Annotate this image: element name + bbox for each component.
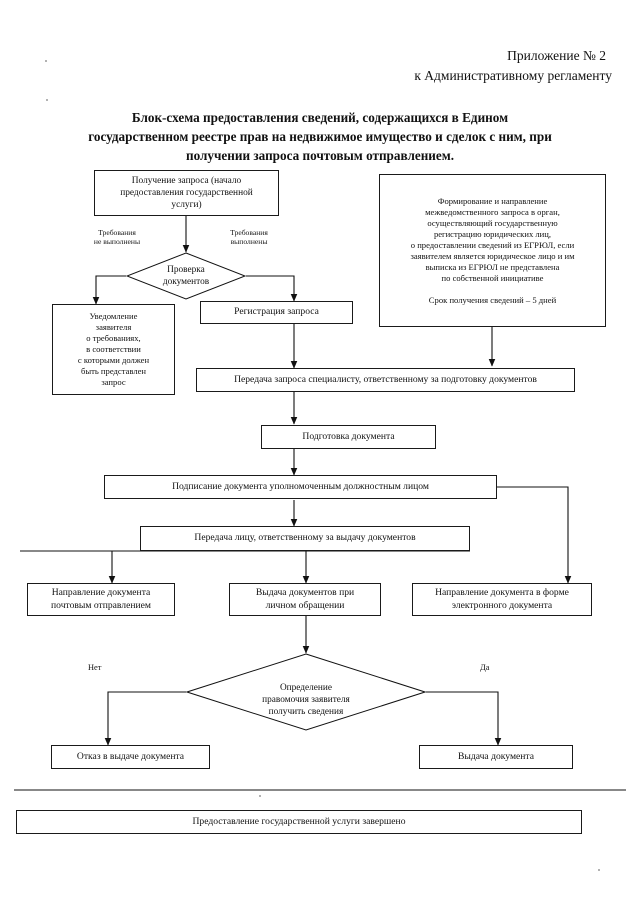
node-transfer-to-specialist: Передача запроса специалисту, ответствен… <box>196 368 575 392</box>
node-start-label: Получение запроса (начало предоставления… <box>120 175 253 211</box>
node-registration: Регистрация запроса <box>200 301 353 324</box>
scan-speck <box>259 795 261 797</box>
node-notify-applicant-label: Уведомление заявителя о требованиях, в с… <box>77 311 150 387</box>
page-title-line-3: получении запроса почтовым отправлением. <box>185 148 455 164</box>
node-send-electronic-label: Направление документа в форме электронно… <box>435 587 569 611</box>
node-registration-label: Регистрация запроса <box>234 306 319 318</box>
determine-authority-diamond-shape <box>186 653 426 731</box>
page-title-line-2: государственном реестре прав на недвижим… <box>88 129 552 145</box>
scan-speck <box>45 60 47 62</box>
node-transfer-to-issuer: Передача лицу, ответственному за выдачу … <box>140 526 470 551</box>
check-documents-diamond-shape <box>126 252 246 300</box>
node-finish-label: Предоставление государственной услуги за… <box>192 815 406 827</box>
edge-label-no: Нет <box>88 663 102 672</box>
node-issue-document: Выдача документа <box>419 745 573 769</box>
node-prepare-document-label: Подготовка документа <box>302 430 395 442</box>
edge-label-requirements-met: Требования выполнены <box>230 228 268 247</box>
node-interagency-request-label: Формирование и направление межведомствен… <box>410 195 575 283</box>
edge-label-requirements-failed: Требования не выполнены <box>93 228 141 247</box>
node-determine-authority-label: Определение правомочия заявителя получит… <box>262 682 350 718</box>
node-sign-document-label: Подписание документа уполномоченным долж… <box>172 480 429 492</box>
node-interagency-request: Формирование и направление межведомствен… <box>379 174 606 327</box>
page-title-line-1: Блок-схема предоставления сведений, соде… <box>131 110 509 125</box>
node-check-documents-label: Проверка документов <box>162 264 210 287</box>
node-refusal-label: Отказ в выдаче документа <box>76 750 185 762</box>
node-send-electronic: Направление документа в форме электронно… <box>412 583 592 616</box>
node-issue-in-person-label: Выдача документов при личном обращении <box>255 587 355 611</box>
node-transfer-to-issuer-label: Передача лицу, ответственному за выдачу … <box>194 532 416 544</box>
node-check-documents: Проверка документов <box>126 252 246 300</box>
appendix-header: Приложение № 2 к Административному регла… <box>414 46 612 85</box>
appendix-number: Приложение № 2 <box>507 48 606 63</box>
node-issue-document-label: Выдача документа <box>458 750 534 762</box>
node-transfer-to-specialist-label: Передача запроса специалисту, ответствен… <box>234 373 537 385</box>
node-interagency-deadline-label: Срок получения сведений – 5 дней <box>428 294 557 305</box>
node-issue-in-person: Выдача документов при личном обращении <box>229 583 381 616</box>
appendix-reference: к Административному регламенту <box>414 67 612 83</box>
node-refusal: Отказ в выдаче документа <box>51 745 210 769</box>
page-title: Блок-схема предоставления сведений, соде… <box>60 108 580 165</box>
node-finish: Предоставление государственной услуги за… <box>16 810 582 834</box>
node-send-by-post: Направление документа почтовым отправлен… <box>27 583 175 616</box>
node-prepare-document: Подготовка документа <box>261 425 436 449</box>
edge-label-yes: Да <box>480 663 490 672</box>
node-notify-applicant: Уведомление заявителя о требованиях, в с… <box>52 304 175 395</box>
node-start: Получение запроса (начало предоставления… <box>94 170 279 216</box>
node-send-by-post-label: Направление документа почтовым отправлен… <box>51 587 151 611</box>
scan-speck <box>598 869 600 871</box>
node-determine-authority: Определение правомочия заявителя получит… <box>186 653 426 731</box>
scan-speck <box>46 99 48 101</box>
node-sign-document: Подписание документа уполномоченным долж… <box>104 475 497 499</box>
